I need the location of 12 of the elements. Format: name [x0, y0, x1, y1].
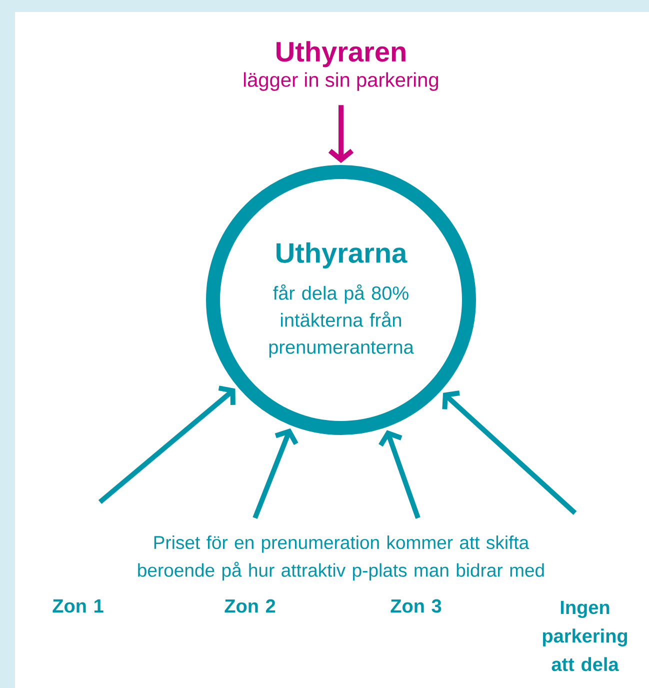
- caption-text: Priset för en prenumeration kommer att skifta beroende på hur attraktiv p-plats man bidrar med: [138, 536, 544, 580]
- zone-label: Zon 3: [390, 599, 442, 613]
- zone-label: Zon 2: [224, 599, 276, 613]
- zone-label: Zon 1: [52, 599, 104, 613]
- arrow: [98, 386, 236, 504]
- arrow: [252, 428, 298, 519]
- arrow: [328, 105, 354, 163]
- heading-text: Uthyraren lägger in sin parkering: [244, 41, 438, 91]
- arrow: [442, 390, 577, 515]
- circle-node: Uthyrarna får dela på 80% intäkterna från prenumeranterna: [206, 165, 476, 435]
- zone-label: Ingen parkering att dela: [542, 600, 628, 672]
- arrow: [378, 430, 420, 519]
